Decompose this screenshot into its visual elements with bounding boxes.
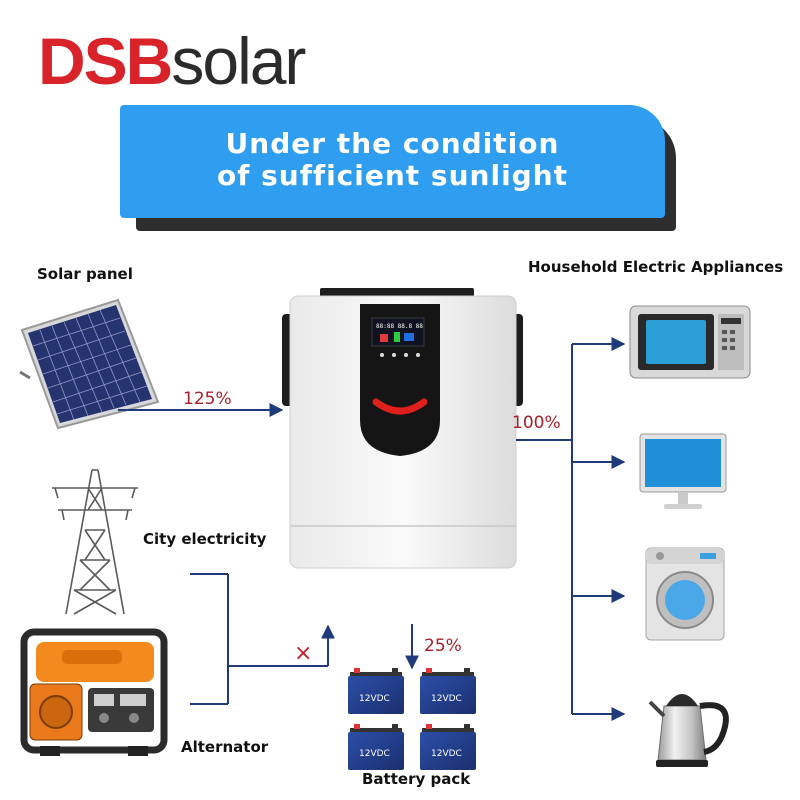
- solar-panel-label: Solar panel: [37, 265, 133, 283]
- solar-input-percent: 125%: [183, 389, 232, 409]
- battery-cell: 12VDC: [420, 668, 476, 714]
- battery-pack-image: 12VDC 12VDC 12VDC 12VDC: [348, 668, 476, 770]
- inverter-image: 88:88 88.8 88: [282, 288, 523, 569]
- banner-line-1: Under the condition: [225, 127, 560, 160]
- condition-banner: Under the condition of sufficient sunlig…: [120, 105, 665, 218]
- battery-cell: 12VDC: [420, 724, 476, 770]
- svg-text:88:88 88.8 88: 88:88 88.8 88: [376, 323, 423, 330]
- grid-alternator-wiring: [190, 573, 335, 705]
- household-label: Household Electric Appliances: [528, 258, 784, 276]
- logo-suffix: solar: [171, 24, 306, 98]
- solar-panel-image: [19, 298, 160, 430]
- power-tower-image: [52, 469, 138, 615]
- blocked-mark: ×: [294, 641, 312, 666]
- banner-line-2: of sufficient sunlight: [216, 159, 569, 192]
- svg-text:12VDC: 12VDC: [359, 694, 390, 704]
- svg-text:12VDC: 12VDC: [431, 694, 462, 704]
- svg-text:12VDC: 12VDC: [431, 749, 462, 759]
- battery-percent: 25%: [424, 636, 462, 656]
- alternator-label: Alternator: [181, 738, 269, 756]
- kettle-icon: [648, 694, 729, 767]
- battery-pack-label: Battery pack: [362, 770, 471, 788]
- microwave-icon: [629, 305, 751, 379]
- battery-cell: 12VDC: [348, 724, 404, 770]
- city-electricity-label: City electricity: [143, 530, 267, 548]
- monitor-icon: [639, 433, 727, 509]
- svg-text:12VDC: 12VDC: [359, 749, 390, 759]
- output-percent: 100%: [512, 413, 561, 433]
- dsbsolar-logo: DSBsolar: [38, 28, 306, 94]
- washing-machine-icon: [645, 547, 725, 641]
- battery-cell: 12VDC: [348, 668, 404, 714]
- logo-brand: DSB: [38, 24, 173, 98]
- output-bus: [516, 337, 626, 721]
- generator-image: [20, 628, 168, 756]
